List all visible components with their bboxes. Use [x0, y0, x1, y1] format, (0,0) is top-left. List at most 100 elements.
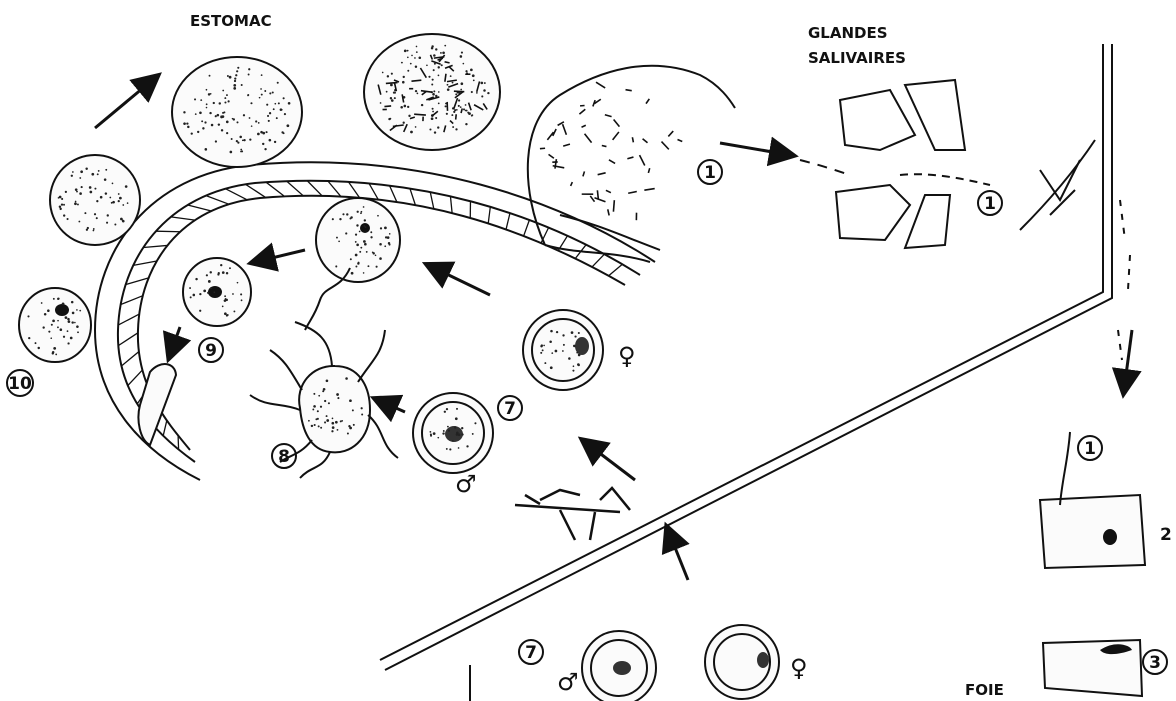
stipple-dot [556, 331, 558, 333]
stipple-dot [236, 70, 238, 72]
stipple-dot [338, 241, 340, 243]
stipple-dot [318, 395, 320, 397]
stipple-dot [94, 188, 96, 190]
stipple-dot [410, 63, 412, 65]
stipple-dot [363, 206, 365, 208]
stipple-dot [340, 420, 342, 422]
stipple-dot [240, 293, 242, 295]
stipple-dot [355, 241, 357, 243]
sporozoite-dash [547, 132, 553, 140]
stipple-dot [351, 272, 354, 275]
stipple-dot [258, 122, 260, 124]
stipple-dot [233, 84, 236, 87]
stipple-dot [432, 108, 434, 110]
stipple-dot [363, 225, 365, 227]
stipple-dot [76, 191, 78, 193]
stipple-dot [71, 301, 74, 304]
stipple-dot [226, 272, 228, 274]
lumen-cells [183, 198, 603, 478]
stipple-dot [274, 141, 276, 143]
label-estomac: ESTOMAC [190, 12, 272, 30]
male-symbol-lower: ♂ [557, 668, 579, 696]
stipple-dot [276, 117, 278, 119]
stipple-dot [418, 56, 421, 59]
stipple-dot [241, 150, 243, 152]
svg-text:1: 1 [704, 163, 716, 183]
stipple-dot [229, 267, 231, 269]
stipple-dot [440, 52, 442, 54]
stipple-dot [466, 445, 468, 447]
stipple-dot [382, 72, 384, 74]
stipple-dot [217, 114, 220, 117]
stipple-dot [229, 76, 232, 79]
stipple-dot [450, 75, 452, 77]
wall-cell-boundary [488, 207, 490, 224]
stipple-dot [350, 258, 352, 260]
stipple-dot [361, 414, 363, 416]
stipple-dot [352, 409, 354, 411]
stipple-dot [226, 94, 228, 96]
stipple-dot [435, 48, 437, 50]
stipple-dot [447, 84, 449, 86]
salivary-glands [800, 80, 990, 248]
sporozoite-dash [632, 137, 633, 142]
arrow-to-liver [1124, 330, 1132, 390]
stipple-dot [248, 68, 250, 70]
stipple-dot [75, 188, 78, 191]
sporozoite-dash [643, 139, 648, 143]
stipple-dot [74, 322, 76, 324]
stipple-dot [79, 310, 81, 312]
stipple-dot [262, 143, 264, 145]
stipple-dot [468, 112, 471, 115]
stipple-dot [404, 50, 407, 53]
stipple-dot [57, 320, 59, 322]
stipple-dot [380, 227, 382, 229]
stipple-dot [331, 422, 334, 425]
stipple-dot [206, 103, 208, 105]
wall-cell-boundary [592, 254, 604, 267]
stipple-dot [203, 290, 206, 293]
wall-cell-boundary [225, 189, 247, 200]
stipple-dot [213, 291, 215, 293]
stipple-dot [324, 400, 326, 402]
arrow-into-mosquito [668, 530, 688, 580]
stipple-dot [388, 118, 390, 120]
wall-cell-boundary [171, 217, 195, 220]
sporozoite-dash [583, 171, 585, 176]
stipple-dot [452, 126, 454, 128]
stipple-dot [222, 112, 224, 114]
stipple-dot [209, 75, 211, 77]
stipple-dot [433, 54, 436, 57]
wall-cell-boundary [506, 213, 510, 229]
stipple-dot [199, 293, 201, 295]
oocyst-large-1 [172, 57, 302, 167]
stipple-dot [431, 45, 433, 47]
sporozoite-dash [549, 154, 554, 158]
stage-marker-10: 10 [7, 370, 33, 396]
oocyst-left-1 [50, 155, 140, 245]
stipple-dot [407, 70, 409, 72]
stipple-dot [260, 88, 262, 90]
sporozoite-dash [582, 125, 586, 127]
stipple-dot [222, 306, 224, 308]
stipple-dot [197, 131, 199, 133]
stipple-dot [461, 433, 463, 435]
stipple-dot [76, 325, 79, 328]
sporozoite-dash [563, 144, 570, 146]
male-symbol-upper: ♂ [455, 470, 477, 498]
stipple-dot [555, 350, 558, 353]
stipple-dot [219, 102, 221, 104]
stipple-dot [472, 433, 474, 435]
stipple-dot [199, 112, 202, 115]
stipple-dot [269, 92, 271, 94]
stipple-dot [210, 271, 212, 273]
stipple-dot [202, 127, 204, 129]
stipple-dot [52, 352, 54, 354]
stipple-dot [400, 106, 403, 109]
svg-text:10: 10 [8, 374, 32, 394]
wall-cell-boundary [266, 182, 284, 196]
stipple-dot [578, 364, 580, 366]
stipple-dot [47, 309, 50, 312]
stipple-dot [361, 211, 363, 213]
stipple-dot [335, 421, 338, 424]
